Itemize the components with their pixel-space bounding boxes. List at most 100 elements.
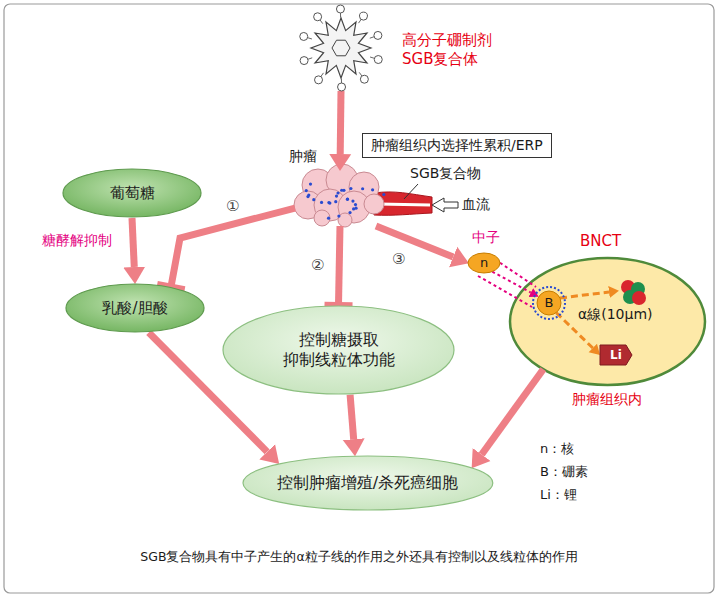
- node-text: n: [480, 255, 488, 271]
- sgb-dot: [346, 197, 349, 200]
- boron-cage: [314, 13, 322, 21]
- sgb-dot: [335, 194, 338, 197]
- flow-arrow: [482, 369, 544, 454]
- boron-cage: [360, 75, 368, 83]
- sgb-dot: [354, 203, 357, 206]
- sgb-dot: [346, 198, 349, 201]
- sgb-dot: [327, 217, 330, 220]
- sgb-dot: [328, 201, 331, 204]
- node-outline: [298, 5, 384, 91]
- process-ellipse: 葡萄糖: [62, 168, 202, 218]
- process-ellipse: 控制糖摄取 抑制线粒体功能: [222, 305, 455, 395]
- node-outline: [295, 170, 385, 226]
- vessel-lumen: [378, 204, 430, 205]
- ellipse-outline: [243, 456, 493, 510]
- sgb-dot: [337, 214, 340, 217]
- ellipse-outline: [63, 169, 201, 217]
- molecule-core: [311, 18, 371, 78]
- node-heading: 肿瘤: [289, 148, 317, 166]
- flow-arrow: [492, 272, 531, 293]
- node-heading: BNCT: [580, 232, 621, 251]
- boron-cage: [374, 31, 382, 39]
- flow-arrow: [132, 218, 134, 267]
- boron-cage: [359, 12, 367, 20]
- sgb-dot: [351, 199, 354, 202]
- neutron-oval: [468, 253, 500, 273]
- sgb-dot: [361, 187, 364, 190]
- node-text: 控制肿瘤增殖/杀死癌细胞: [277, 473, 458, 493]
- text-holder: [295, 170, 385, 226]
- leader-line: [404, 184, 418, 199]
- tumor-cell: [364, 194, 384, 214]
- bnct-region: [510, 258, 705, 385]
- callout-number: ③: [392, 250, 405, 268]
- text-holder: 葡萄糖: [62, 168, 202, 218]
- node-heading: 肿瘤组织内: [572, 391, 642, 409]
- proton: [632, 291, 646, 305]
- process-ellipse: n中子: [468, 253, 500, 273]
- molecule-ring: [332, 40, 350, 56]
- ellipse-outline: [66, 284, 204, 332]
- boron-cage: [300, 32, 308, 40]
- flow-arrow: [350, 395, 354, 439]
- boron-agent-node: 高分子硼制剂 SGB复合体: [298, 5, 384, 91]
- text-label: 血流: [462, 196, 490, 213]
- lithium-tag: [600, 345, 632, 365]
- text-label: 糖酵解抑制: [42, 232, 112, 249]
- sgb-dot: [312, 198, 315, 201]
- process-ellipse: 控制肿瘤增殖/杀死癌细胞: [242, 455, 494, 511]
- node-text: Li: [610, 348, 622, 363]
- sgb-dot: [320, 201, 323, 204]
- sgb-dot: [336, 191, 339, 194]
- sgb-dot: [348, 211, 351, 214]
- key-entry: Li：锂: [540, 487, 577, 503]
- boron-cage: [300, 57, 308, 65]
- sgb-dot: [309, 182, 312, 185]
- sgb-dot: [371, 188, 374, 191]
- node-heading: 高分子硼制剂 SGB复合体: [402, 31, 502, 69]
- boron-cage: [338, 83, 346, 91]
- text-label: SGB复合物: [410, 165, 481, 182]
- sgb-dot: [307, 193, 310, 196]
- tumor-cell: [314, 210, 330, 226]
- inhibition-line: [339, 226, 341, 305]
- key-entry: B：硼素: [540, 464, 588, 480]
- callout-number: ①: [226, 197, 239, 215]
- sgb-dots: [305, 182, 386, 219]
- alpha-ray: [560, 292, 609, 298]
- helium-nucleus: [621, 280, 646, 305]
- neutron-ray: [478, 276, 532, 307]
- text-label: α線(10μm): [578, 306, 653, 323]
- flow-arrow: [337, 91, 345, 154]
- process-ellipse: Li: [600, 345, 632, 365]
- sgb-dot: [352, 207, 355, 210]
- text-holder: 乳酸/胆酸: [65, 283, 205, 333]
- caption: SGB复合物具有中子产生的α粒子线的作用之外还具有控制以及线粒体的作用: [0, 549, 718, 566]
- note-box: 肿瘤组织内选择性累积/ERP: [362, 133, 552, 158]
- node-text: 葡萄糖: [110, 184, 155, 203]
- flow-arrow: [376, 226, 453, 257]
- node-text: 控制糖摄取 抑制线粒体功能: [276, 330, 401, 370]
- text-holder: B: [537, 291, 561, 315]
- flow-arrow: [432, 198, 458, 212]
- sgb-dot: [349, 187, 352, 190]
- sgb-dot: [327, 201, 330, 204]
- boron-ring: [533, 287, 565, 319]
- process-ellipse: B: [537, 291, 561, 315]
- text-holder: [298, 5, 384, 91]
- boron-cage: [336, 5, 344, 13]
- sgb-dot: [305, 189, 308, 192]
- text-holder: 控制肿瘤增殖/杀死癌细胞: [242, 455, 494, 511]
- boron-atom: [537, 291, 561, 315]
- text-holder: 控制糖摄取 抑制线粒体功能: [222, 305, 455, 395]
- process-ellipse: 乳酸/胆酸: [65, 283, 205, 333]
- node-heading: 中子: [472, 229, 500, 247]
- boron-cage: [315, 76, 323, 84]
- tumor-node: 肿瘤: [295, 170, 385, 226]
- text-holder: n: [468, 253, 500, 273]
- key-entry: n：核: [540, 441, 574, 457]
- tumor-cell: [338, 213, 352, 227]
- sgb-dot: [342, 189, 345, 192]
